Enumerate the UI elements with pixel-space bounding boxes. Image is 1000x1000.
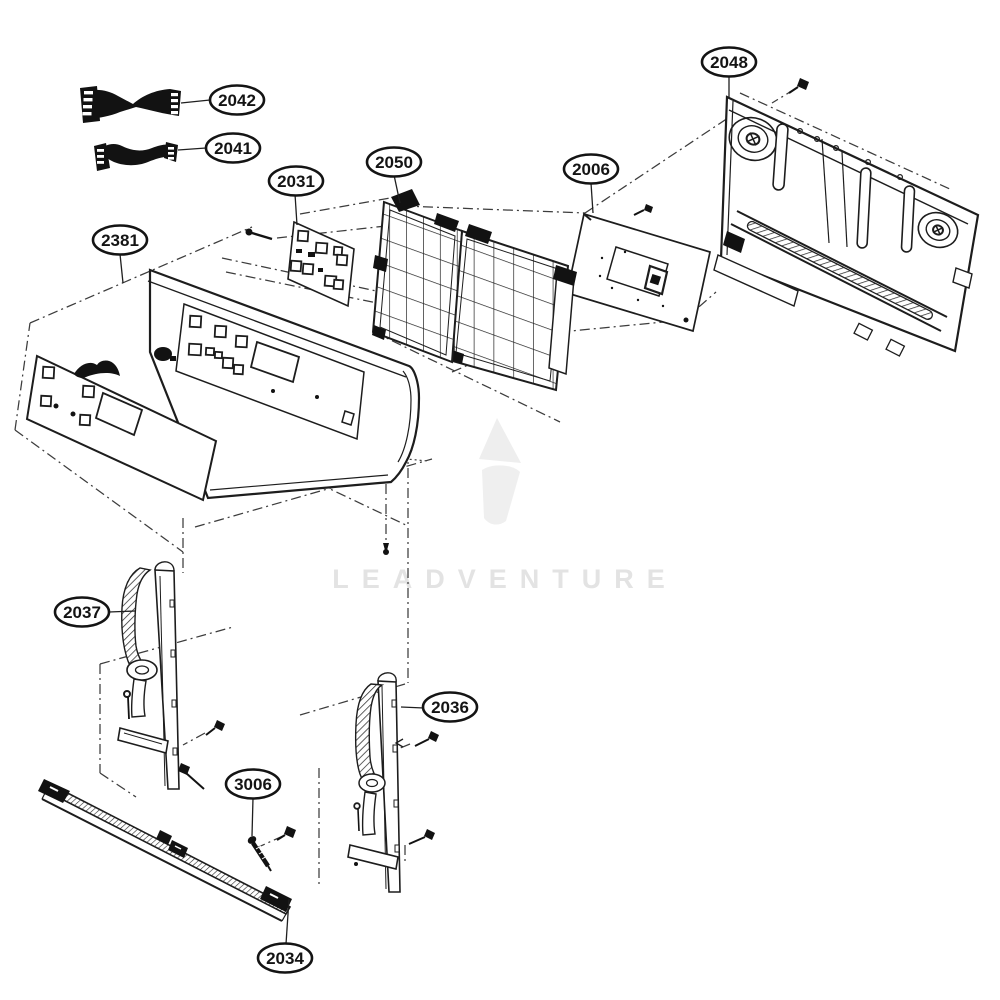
part-2006-display-bracket — [566, 204, 711, 333]
callout-2036[interactable]: 2036 — [421, 691, 479, 723]
part-2048-rear-panel — [713, 78, 980, 357]
callout-2034[interactable]: 2034 — [256, 942, 314, 974]
pcb-pads — [289, 229, 349, 291]
part-2050-board-frame — [371, 189, 577, 392]
control-panel-body — [147, 268, 421, 500]
screw-beside-2037-rod — [178, 763, 205, 790]
callout-3006[interactable]: 3006 — [224, 768, 282, 800]
part-2042-ribbon-cable — [80, 86, 181, 123]
watermark-logo-bottom — [482, 465, 520, 525]
control-panel-assembly — [25, 268, 421, 502]
vent-slot-hatched — [746, 220, 933, 321]
overlay-swoosh-graphic — [74, 360, 120, 378]
screw-beside-3006 — [276, 826, 296, 841]
screw-2037-right — [205, 720, 225, 736]
callout-label: 2034 — [266, 949, 304, 968]
screw-2037-vertical — [123, 690, 131, 720]
callout-label: 2006 — [572, 160, 610, 179]
watermark-logo-top — [479, 418, 521, 463]
part-3006-screw — [247, 836, 272, 872]
speaker-grommet-right — [917, 211, 959, 249]
button-cutouts — [187, 314, 249, 376]
connector-pins-right — [168, 147, 174, 160]
callout-2042[interactable]: 2042 — [208, 84, 266, 116]
callout-label: 2041 — [214, 139, 252, 158]
overlay-display-window — [94, 391, 144, 437]
callout-label: 3006 — [234, 775, 272, 794]
callout-label: 2031 — [277, 172, 315, 191]
callout-2037[interactable]: 2037 — [53, 596, 111, 628]
callout-label: 2036 — [431, 698, 469, 717]
callout-2006[interactable]: 2006 — [562, 153, 620, 185]
watermark: LEADVENTURE — [332, 418, 678, 594]
screw-2036-lower — [408, 829, 435, 845]
screw-2036-upper — [414, 731, 439, 747]
leader-lines — [108, 76, 730, 945]
bracket-notches — [169, 599, 178, 756]
screw-2006 — [633, 204, 653, 216]
callout-2031[interactable]: 2031 — [267, 165, 325, 197]
overlay-cutouts — [39, 365, 96, 427]
watermark-text: LEADVENTURE — [332, 564, 678, 594]
screw-2036-vertical — [353, 802, 361, 832]
connector-pins-right — [171, 93, 178, 115]
brand-logo-glyph — [154, 347, 176, 361]
connector-pins-left — [82, 91, 93, 116]
callout-2381[interactable]: 2381 — [91, 224, 149, 256]
part-2036-right-bracket — [347, 672, 439, 893]
bracket-notches — [391, 699, 400, 853]
callout-label: 2042 — [218, 91, 256, 110]
screw-2031 — [245, 228, 273, 241]
part-2034-bottom-trim — [38, 779, 292, 922]
arrow-teardrop — [383, 543, 389, 555]
callout-2041[interactable]: 2041 — [204, 132, 262, 164]
callout-label: 2050 — [375, 153, 413, 172]
callout-label: 2037 — [63, 603, 101, 622]
part-2381-overlay — [25, 354, 218, 502]
connector-pins-left — [97, 149, 104, 164]
display-window — [249, 340, 301, 384]
callout-2050[interactable]: 2050 — [365, 146, 423, 178]
part-2037-left-bracket — [117, 561, 225, 790]
callout-2048[interactable]: 2048 — [700, 46, 758, 78]
part-2031-pcb — [245, 220, 355, 308]
screw-2048-top — [788, 78, 809, 94]
callout-label: 2381 — [101, 231, 139, 250]
callout-label: 2048 — [710, 53, 748, 72]
part-2041-ribbon-cable — [94, 142, 178, 171]
